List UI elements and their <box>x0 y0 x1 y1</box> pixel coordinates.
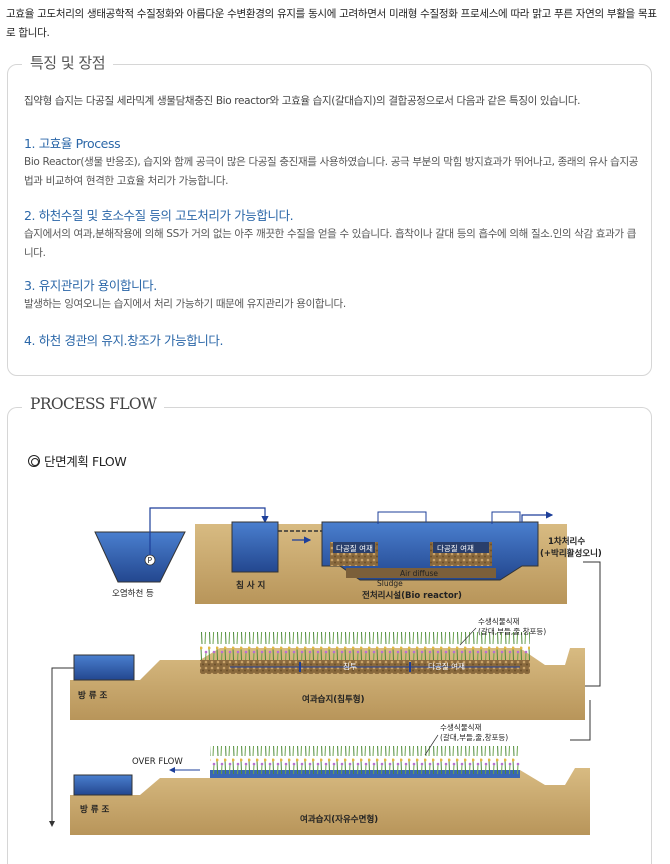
plants-label: (갈대,부들,줄,창포등) <box>478 627 546 636</box>
wetland-free-surface: 방 류 조 OVER FLOW 여과습지(자유수면형) 수생식물식재 (갈대,부… <box>70 722 590 835</box>
feature-body: 발생하는 잉여오니는 습지에서 처리 가능하기 때문에 유지관리가 용이합니다. <box>24 298 346 310</box>
outlet-label: 방 류 조 <box>80 804 110 815</box>
feature-item: 2. 하천수질 및 호소수질 등의 고도처리가 가능합니다. 습지에서의 여과,… <box>24 205 639 263</box>
features-box: 특징 및 장점 집약형 습지는 다공질 세라믹계 생물담채충진 Bio reac… <box>7 52 652 376</box>
feature-heading: 4. 하천 경관의 유지.창조가 가능합니다. <box>24 333 224 348</box>
plants-label: 수생식물식재 <box>440 722 481 732</box>
features-lead: 집약형 습지는 다공질 세라믹계 생물담채충진 Bio reactor와 고효율… <box>24 95 581 107</box>
effluent-label: 1차처리수 <box>548 536 585 547</box>
feature-heading: 2. 하천수질 및 호소수질 등의 고도처리가 가능합니다. <box>24 208 294 223</box>
bio-reactor: 다공질 여재 다공질 여재 Air diffuse Sludge 전처리시설(B… <box>321 511 554 601</box>
wetland1-label: 여과습지(침투형) <box>302 694 365 705</box>
source-label: 오염하천 등 <box>112 588 154 599</box>
features-title: 특징 및 장점 <box>22 52 114 73</box>
media-label: 다공질 여재 <box>437 543 474 553</box>
plants-label: (갈대,부들,줄,창포등) <box>440 733 508 742</box>
feature-heading: 1. 고효율 Process <box>24 136 121 151</box>
media-label: 다공질 여재 <box>336 543 373 553</box>
wetland2-label: 여과습지(자유수면형) <box>300 814 378 825</box>
feature-heading: 3. 유지관리가 용이합니다. <box>24 278 157 293</box>
feature-body: 습지에서의 여과,분해작용에 의해 SS가 거의 없는 아주 깨끗한 수질을 얻… <box>24 228 637 259</box>
air-label: Air diffuse <box>400 569 438 578</box>
overflow-label: OVER FLOW <box>132 757 183 767</box>
process-subtitle: 단면계획 FLOW <box>28 451 127 470</box>
settling-tank: 침 사 지 <box>231 521 279 591</box>
pump-icon: P <box>148 556 153 565</box>
process-subtitle-text: 단면계획 FLOW <box>44 454 127 469</box>
feature-item: 3. 유지관리가 용이합니다. 발생하는 잉여오니는 습지에서 처리 가능하기 … <box>24 275 639 314</box>
outlet-label: 방 류 조 <box>78 690 108 701</box>
media-label: 다공질 여재 <box>428 661 465 671</box>
process-title: PROCESS FLOW <box>22 395 165 413</box>
feature-item: 4. 하천 경관의 유지.창조가 가능합니다. <box>24 330 639 349</box>
feature-item: 1. 고효율 Process Bio Reactor(생물 반응조), 습지와 … <box>24 133 639 191</box>
feature-body: Bio Reactor(생물 반응조), 습지와 함께 공극이 많은 다공질 충… <box>24 156 639 187</box>
source-basin: P 오염하천 등 <box>94 507 269 599</box>
intro-text: 고효율 고도처리의 생태공학적 수질정화와 아름다운 수변환경의 유지를 동시에… <box>6 8 657 39</box>
infiltration-label: 침투 <box>343 662 357 671</box>
bioreactor-label: 전처리시설(Bio reactor) <box>362 590 462 601</box>
double-circle-icon <box>28 454 40 467</box>
settling-label: 침 사 지 <box>236 580 265 591</box>
wetland-infiltration: 방 류 조 침투 다공질 여재 여과습지(침투형) 수생식물식재 (갈대,부들,… <box>70 616 585 720</box>
plants-label: 수생식물식재 <box>478 616 519 626</box>
sludge-label: Sludge <box>377 579 403 588</box>
effluent-label: (+박리활성오니) <box>540 548 602 559</box>
